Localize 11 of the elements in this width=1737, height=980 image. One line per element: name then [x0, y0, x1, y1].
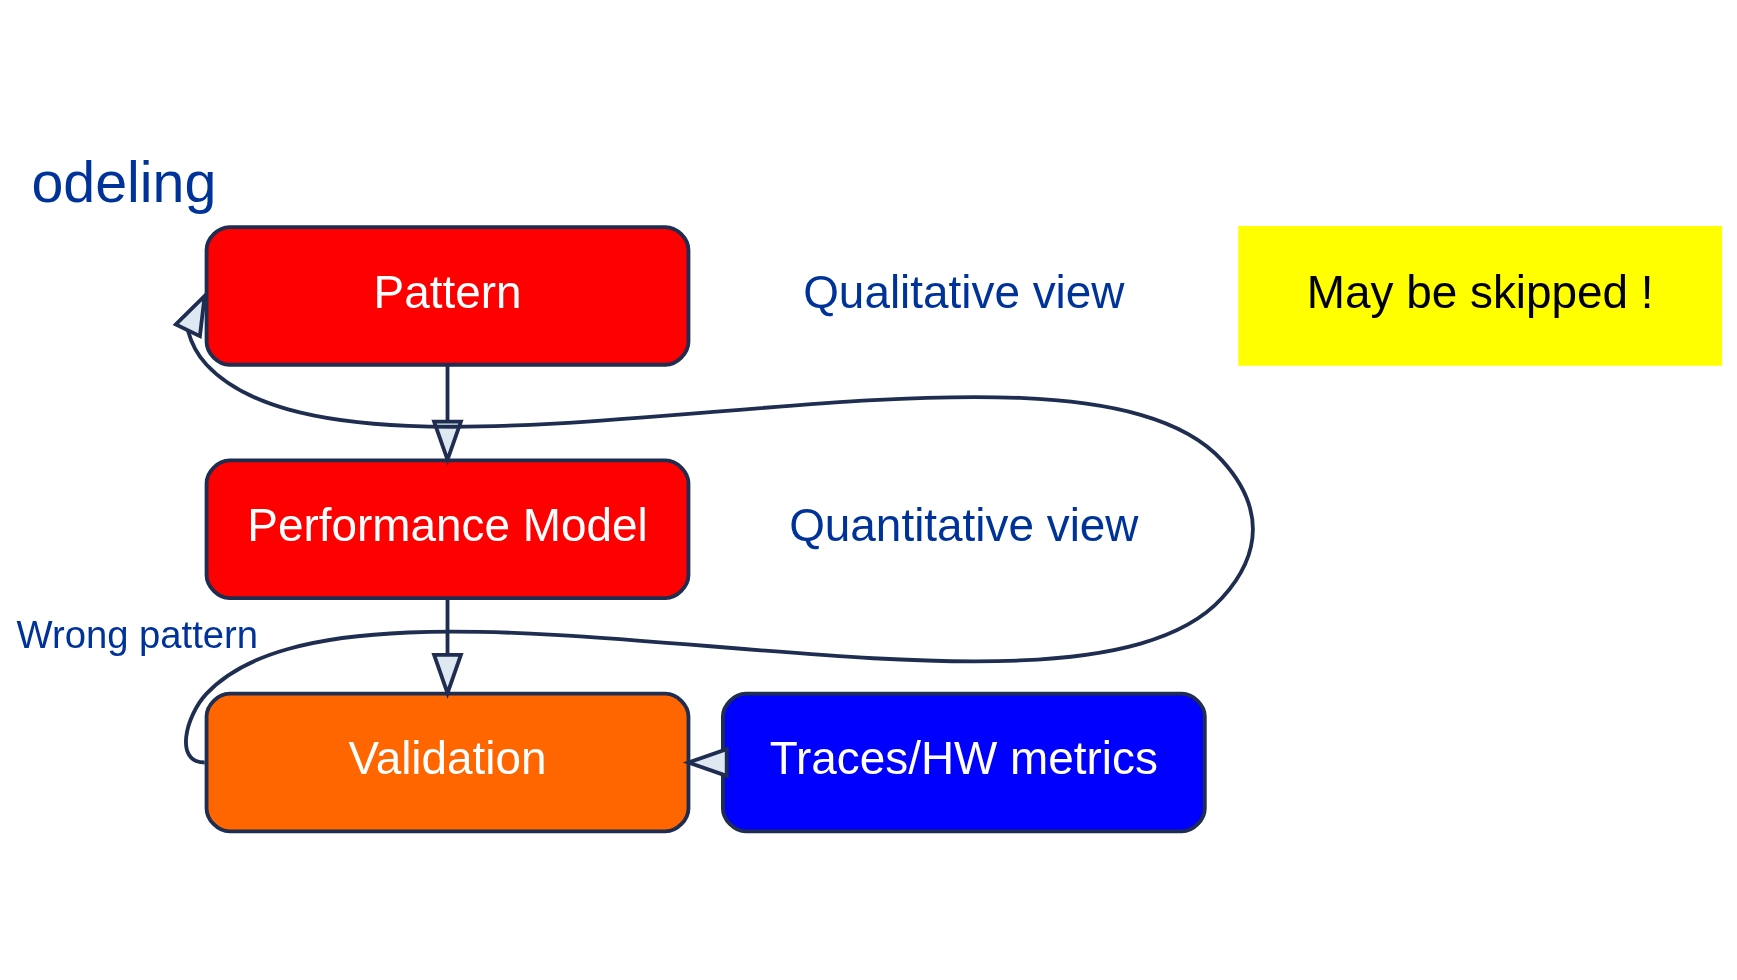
node-label: Qualitative view	[803, 265, 1125, 318]
arrow	[431, 598, 464, 699]
node-box: Performance Model	[204, 458, 691, 600]
node-box: May be skipped !	[1238, 226, 1723, 366]
arrow	[682, 746, 729, 779]
node-box: Validation	[204, 691, 691, 834]
edge-label: Wrong pattern	[16, 612, 259, 656]
diagram-title: odeling	[31, 150, 217, 215]
node-box: Traces/HW metrics	[721, 691, 1207, 834]
node-box: Pattern	[204, 225, 691, 367]
node-label: Quantitative view	[789, 499, 1139, 552]
